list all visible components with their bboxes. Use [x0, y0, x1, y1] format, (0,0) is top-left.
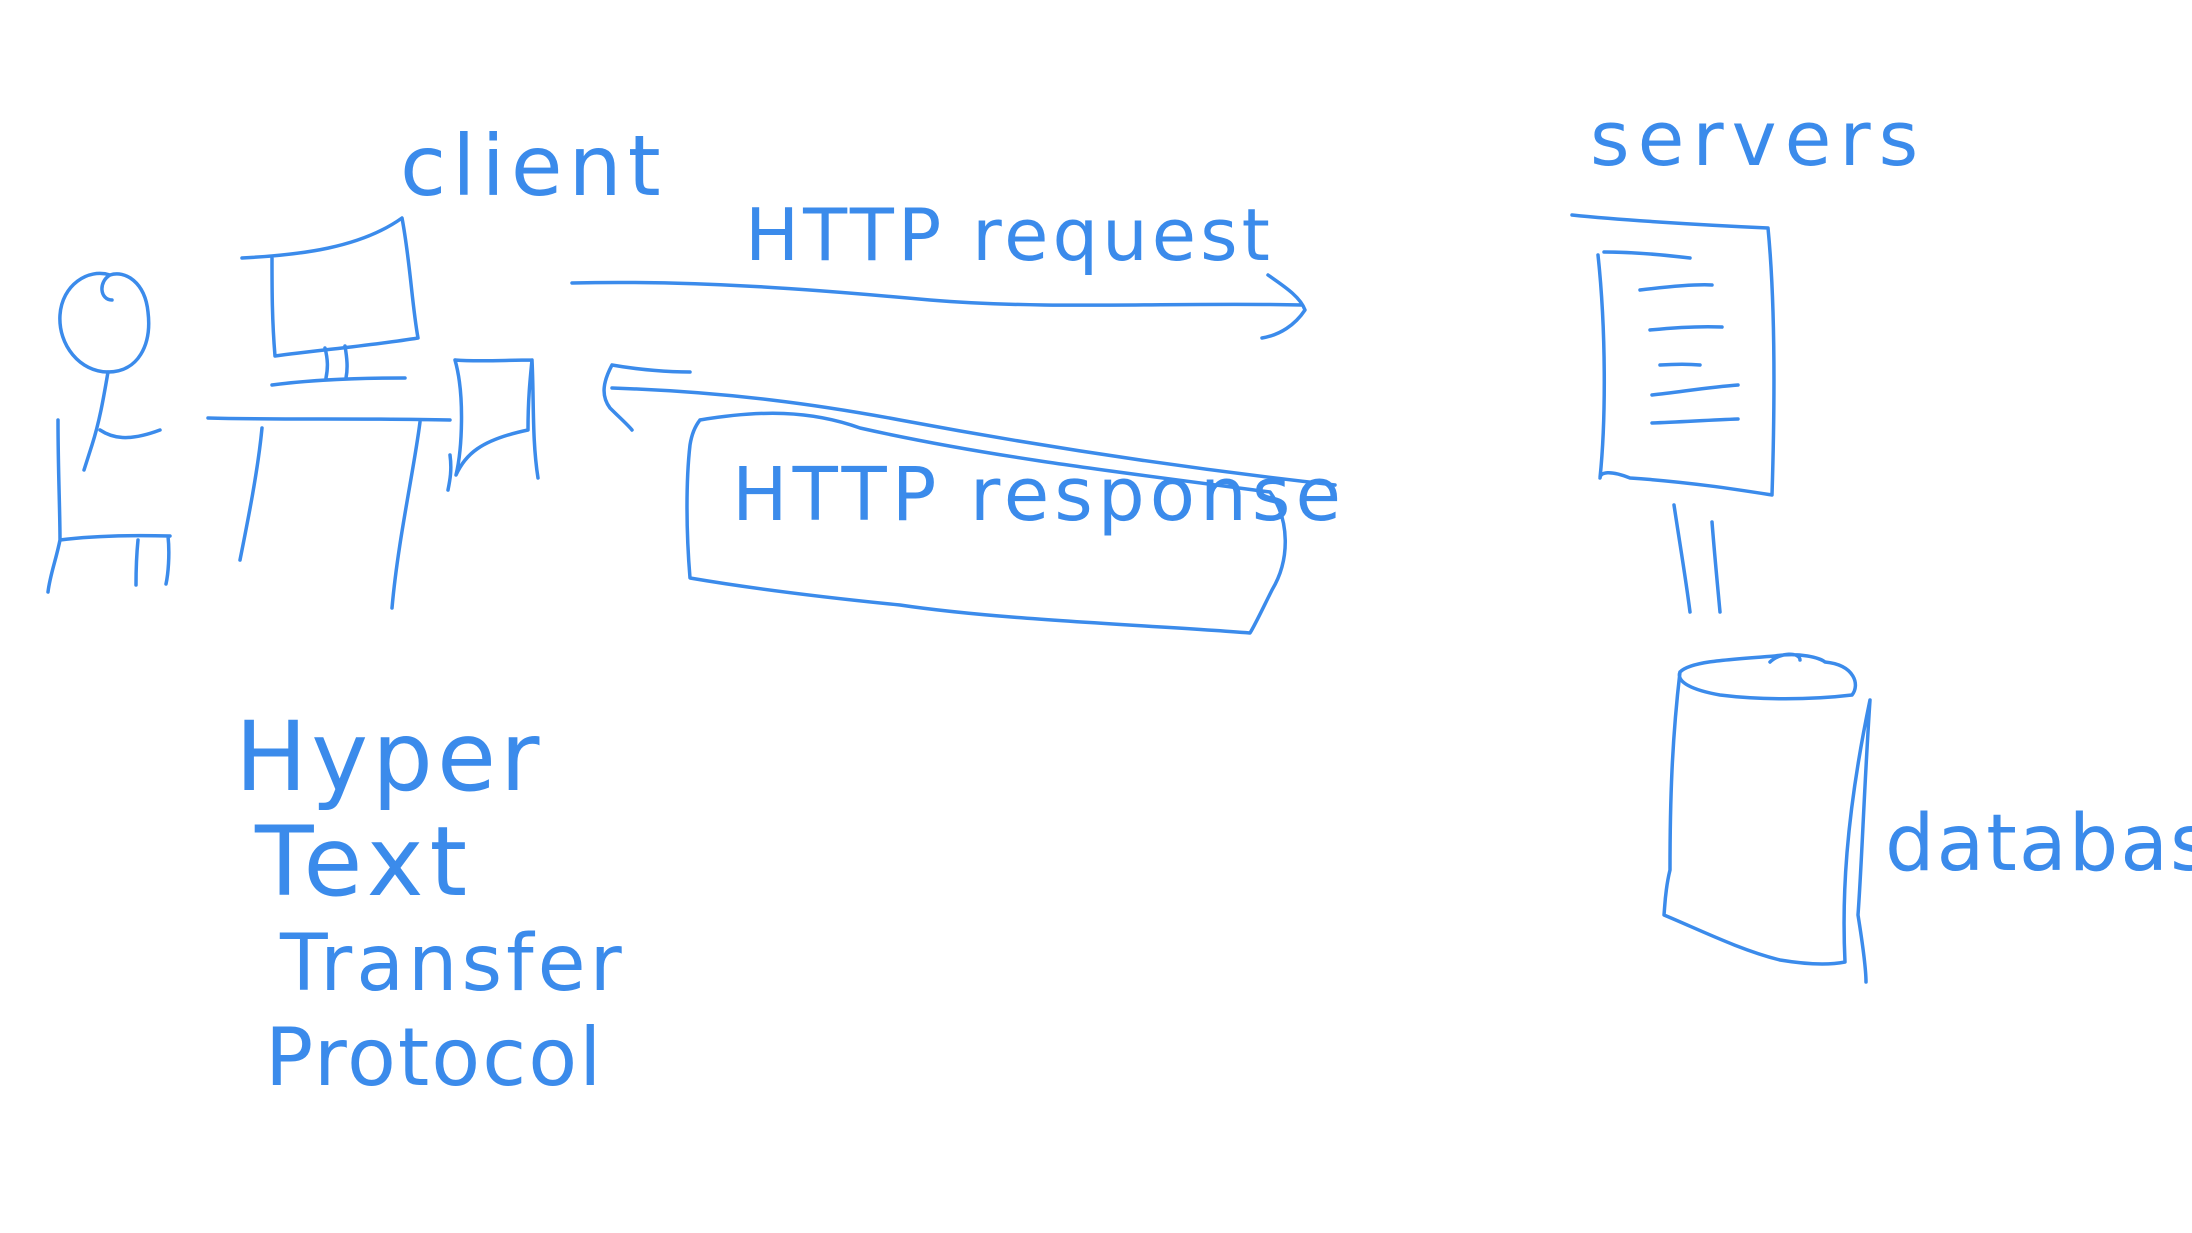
database-icon	[1662, 652, 1872, 984]
torso-shape	[82, 370, 110, 472]
acronym-transfer: Transfer	[279, 919, 626, 1009]
database-shape	[1662, 652, 1872, 984]
tower-shape	[446, 358, 540, 492]
database-label: database	[1885, 799, 2192, 889]
server-shape	[1570, 213, 1776, 497]
http-response-label: HTTP response	[732, 452, 1346, 538]
acronym-protocol: Protocol	[265, 1011, 603, 1104]
chair-shape	[46, 418, 172, 594]
acronym-hyper: Hyper	[235, 701, 543, 813]
server-db-link-icon	[1672, 503, 1722, 614]
response-arrow-icon	[602, 363, 1337, 487]
arm-shape	[98, 428, 162, 440]
response-box-icon	[685, 411, 1287, 635]
response-box-shape	[685, 411, 1287, 635]
acronym-block: Hyper Text Transfer Protocol	[235, 701, 626, 1104]
head-shape	[58, 271, 151, 374]
request-arrow-icon	[570, 273, 1307, 340]
server-db-link-shape	[1672, 503, 1722, 614]
monitor-stand-shape	[270, 344, 407, 387]
server-lines-shape	[1638, 283, 1740, 425]
servers-label: servers	[1590, 94, 1926, 183]
request-arrow-line	[570, 280, 1304, 307]
response-arrow-head	[602, 363, 692, 432]
user-icon	[46, 271, 172, 594]
response-arrow-line	[610, 386, 1337, 487]
client-label: client	[400, 117, 667, 215]
acronym-text: Text	[254, 806, 473, 918]
server-icon	[1570, 213, 1776, 497]
monitor-shape	[240, 216, 420, 358]
http-request-label: HTTP request	[745, 193, 1274, 277]
tower-icon	[446, 358, 540, 492]
desk-shape	[206, 416, 452, 610]
computer-icon	[206, 216, 452, 610]
request-arrow-head	[1260, 273, 1307, 340]
